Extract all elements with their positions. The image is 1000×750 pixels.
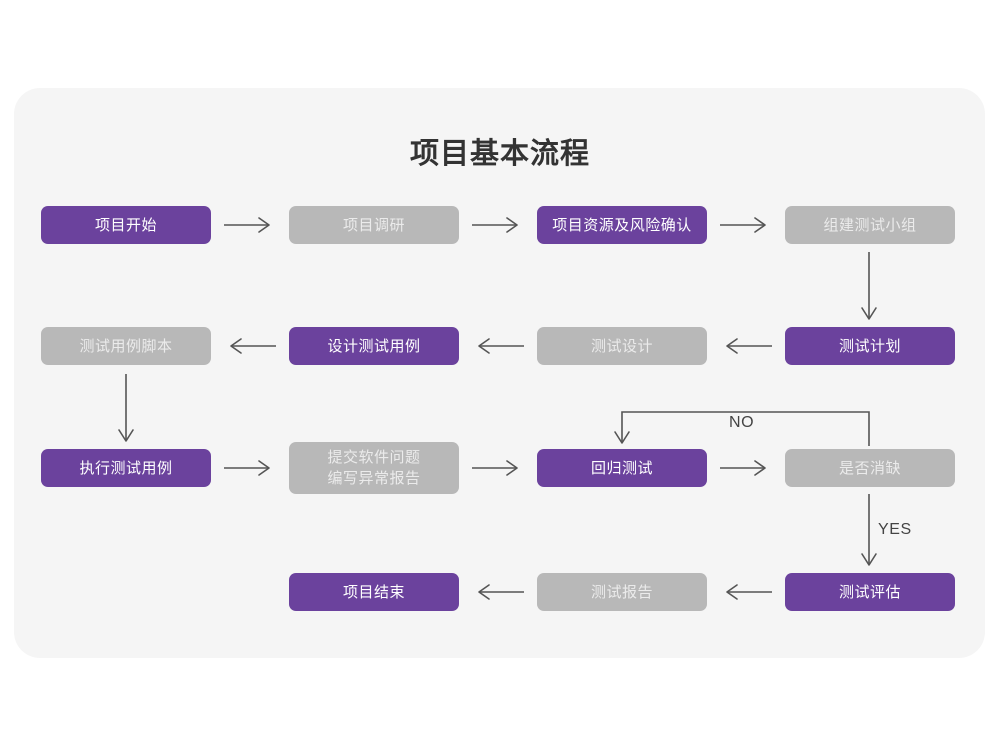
- node-project-end[interactable]: 项目结束: [289, 573, 459, 611]
- page-title: 项目基本流程: [409, 138, 590, 170]
- node-submit-issues-write-report[interactable]: 提交软件问题 编写异常报告: [289, 442, 459, 494]
- node-execute-test-cases[interactable]: 执行测试用例: [41, 449, 211, 487]
- node-test-case-script[interactable]: 测试用例脚本: [41, 327, 211, 365]
- edge-label-yes: YES: [878, 521, 912, 538]
- node-resource-risk-confirm[interactable]: 项目资源及风险确认: [537, 206, 707, 244]
- node-test-design[interactable]: 测试设计: [537, 327, 707, 365]
- node-regression-test[interactable]: 回归测试: [537, 449, 707, 487]
- edge-label-no: NO: [729, 414, 755, 431]
- node-test-evaluation[interactable]: 测试评估: [785, 573, 955, 611]
- node-design-test-cases[interactable]: 设计测试用例: [289, 327, 459, 365]
- flowchart-panel: [14, 88, 985, 658]
- node-project-start[interactable]: 项目开始: [41, 206, 211, 244]
- node-test-plan[interactable]: 测试计划: [785, 327, 955, 365]
- node-form-test-team[interactable]: 组建测试小组: [785, 206, 955, 244]
- node-project-research[interactable]: 项目调研: [289, 206, 459, 244]
- node-defects-cleared[interactable]: 是否消缺: [785, 449, 955, 487]
- node-test-report[interactable]: 测试报告: [537, 573, 707, 611]
